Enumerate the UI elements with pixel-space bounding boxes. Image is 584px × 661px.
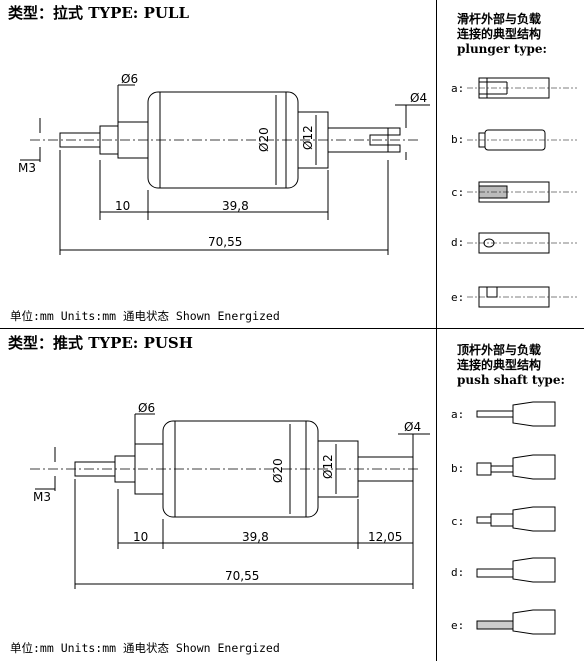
push-dim-70: 70,55 [225,569,259,583]
pull-row-a-label: a: [451,82,465,95]
push-dim-m3: M3 [33,490,51,504]
pull-dim-39: 39,8 [222,199,249,213]
push-dim-12: 12,05 [368,530,402,544]
pull-dim-m3: M3 [18,161,36,175]
push-dim-d4: Ø4 [404,420,421,434]
pull-side-title-2: 连接的典型结构 [457,27,542,41]
pull-title: 类型：拉式 TYPE: PULL [8,4,190,22]
push-shaft-types [476,401,556,635]
pull-side-title-3: plunger type: [457,42,547,56]
horizontal-divider [0,328,436,329]
push-side-title-3: push shaft type: [457,373,565,387]
pull-drawing: Ø6 Ø4 Ø20 Ø12 M3 10 39,8 70,55 [18,72,430,255]
pull-side-panel: 滑杆外部与负载 连接的典型结构 plunger type: a: b: c: d… [437,0,584,329]
push-row-c-label: c: [451,515,465,528]
push-row-b-label: b: [451,462,465,475]
push-title: 类型：推式 TYPE: PUSH [8,334,193,352]
vertical-divider [436,0,437,661]
pull-row-c-label: c: [451,186,465,199]
pull-dim-d6: Ø6 [121,72,138,86]
pull-dim-70: 70,55 [208,235,242,249]
push-drawing: Ø6 Ø4 Ø20 Ø12 M3 10 39,8 12,05 70,55 [30,401,430,589]
push-row-a-label: a: [451,408,465,421]
push-panel: 类型：推式 TYPE: PUSH [0,329,436,661]
pull-plunger-types [467,77,577,308]
push-dim-d20: Ø20 [271,458,285,483]
push-units: 单位:mm Units:mm 通电状态 Shown Energized [10,641,280,655]
side-divider [437,328,584,329]
pull-dim-10: 10 [115,199,130,213]
pull-dim-d12: Ø12 [301,125,315,150]
push-side-panel: 顶杆外部与负载 连接的典型结构 push shaft type: a: b: c… [437,329,584,661]
pull-side-title-1: 滑杆外部与负载 [457,12,542,26]
pull-panel: 类型：拉式 TYPE: PULL [0,0,436,329]
push-side-title-2: 连接的典型结构 [457,358,542,372]
push-row-d-label: d: [451,566,465,579]
pull-dim-d20: Ø20 [257,127,271,152]
push-side-title-1: 顶杆外部与负载 [457,343,542,357]
push-dim-10: 10 [133,530,148,544]
pull-row-d-label: d: [451,236,465,249]
push-dim-d12: Ø12 [321,454,335,479]
pull-units: 单位:mm Units:mm 通电状态 Shown Energized [10,309,280,323]
push-dim-d6: Ø6 [138,401,155,415]
pull-row-b-label: b: [451,133,465,146]
pull-row-e-label: e: [451,291,465,304]
push-dim-39: 39,8 [242,530,269,544]
pull-dim-d4: Ø4 [410,91,427,105]
push-row-e-label: e: [451,619,465,632]
